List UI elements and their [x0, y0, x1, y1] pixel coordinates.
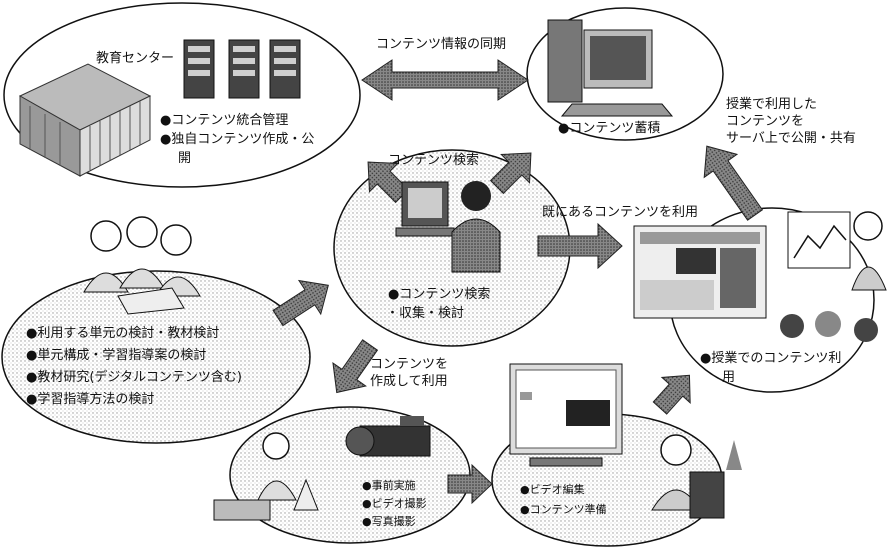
create-arrow	[332, 339, 379, 394]
science-lab-icon	[213, 432, 319, 521]
share-label-1: 授業で利用した	[726, 97, 818, 112]
teachers-item-3: ●教材研究(デジタルコンテンツ含む)	[26, 370, 242, 385]
presentation-chart-icon	[780, 211, 887, 342]
teachers-discussing-icon	[83, 216, 201, 315]
create-label-1: コンテンツを	[370, 357, 449, 372]
server-racks-icon	[183, 39, 301, 99]
teachers-to-center-arrow	[272, 279, 329, 327]
filming-item-3: ●写真撮影	[362, 515, 416, 528]
filming-item-2: ●ビデオ撮影	[362, 497, 427, 510]
building-illustration	[18, 63, 152, 177]
person-at-computer-icon	[395, 181, 501, 273]
teachers-item-2: ●単元構成・学習指導案の検討	[26, 348, 207, 363]
filming-ellipse	[229, 406, 471, 544]
class-item-1: ●授業でのコンテンツ利	[700, 351, 842, 366]
share-arrow	[703, 145, 764, 221]
server-label: ●コンテンツ蓄積	[558, 121, 661, 136]
share-label-3: サーバ上で公開・共有	[726, 131, 856, 146]
editing-monitor-icon	[509, 363, 623, 467]
editing-item-1: ●ビデオ編集	[520, 483, 585, 496]
class-screen-icon	[633, 225, 767, 319]
edu-center-item-1: ●コンテンツ統合管理	[160, 113, 289, 128]
search-arrow-right	[489, 152, 532, 195]
center-item-1: ●コンテンツ検索	[388, 287, 491, 302]
teachers-item-1: ●利用する単元の検討・教材検討	[26, 326, 220, 341]
sync-double-arrow	[361, 59, 529, 101]
use-arrow	[537, 222, 623, 270]
editor-person-icon	[651, 434, 742, 519]
teachers-item-4: ●学習指導方法の検討	[26, 392, 155, 407]
center-item-2: ・収集・検討	[386, 306, 465, 321]
filming-item-1: ●事前実施	[362, 479, 416, 492]
teachers-ellipse	[1, 270, 311, 444]
use-label: 既にあるコンテンツを利用	[542, 205, 699, 220]
server-computer-icon	[547, 19, 674, 117]
share-label-2: コンテンツを	[726, 114, 805, 129]
edu-center-item-2: ●独自コンテンツ作成・公	[160, 132, 315, 147]
sync-label: コンテンツ情報の同期	[376, 37, 507, 52]
video-camera-icon	[345, 416, 431, 457]
editing-to-class-arrow	[652, 374, 691, 415]
create-label-2: 作成して利用	[370, 374, 448, 389]
edu-center-item-3: 開	[178, 151, 192, 166]
editing-item-2: ●コンテンツ準備	[520, 503, 607, 516]
class-item-2: 用	[722, 370, 736, 385]
search-label: コンテンツ検索	[388, 153, 480, 168]
edu-center-title: 教育センター	[96, 51, 175, 66]
filming-to-editing-arrow	[447, 463, 493, 505]
